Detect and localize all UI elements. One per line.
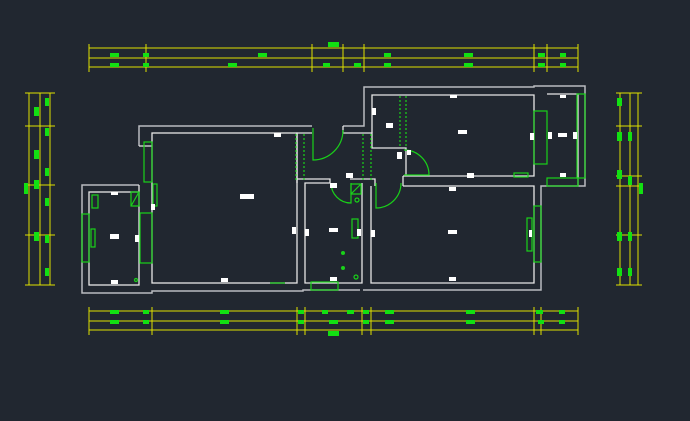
- window-left-inner: [139, 212, 153, 264]
- box-left: [130, 191, 140, 207]
- window-right-top: [533, 110, 548, 165]
- room-top-right: [371, 94, 535, 177]
- room-bath: [304, 182, 363, 284]
- dimension-text: [24, 42, 643, 336]
- door-main: [312, 128, 344, 161]
- room-labels: [110, 95, 577, 284]
- left-connector: [138, 145, 152, 192]
- window-right-bottom: [533, 205, 542, 263]
- fixtures: [81, 93, 586, 291]
- room-bottom-right: [370, 185, 535, 284]
- inner-walls: [88, 93, 579, 286]
- hall: [296, 126, 407, 186]
- door-bottom-right: [375, 182, 402, 209]
- dimension-lines: [25, 44, 642, 335]
- window-main-left: [143, 141, 153, 183]
- bath-window: [310, 281, 339, 291]
- room-balcony: [547, 93, 579, 186]
- window-left-room: [81, 213, 90, 263]
- room-main: [151, 132, 298, 284]
